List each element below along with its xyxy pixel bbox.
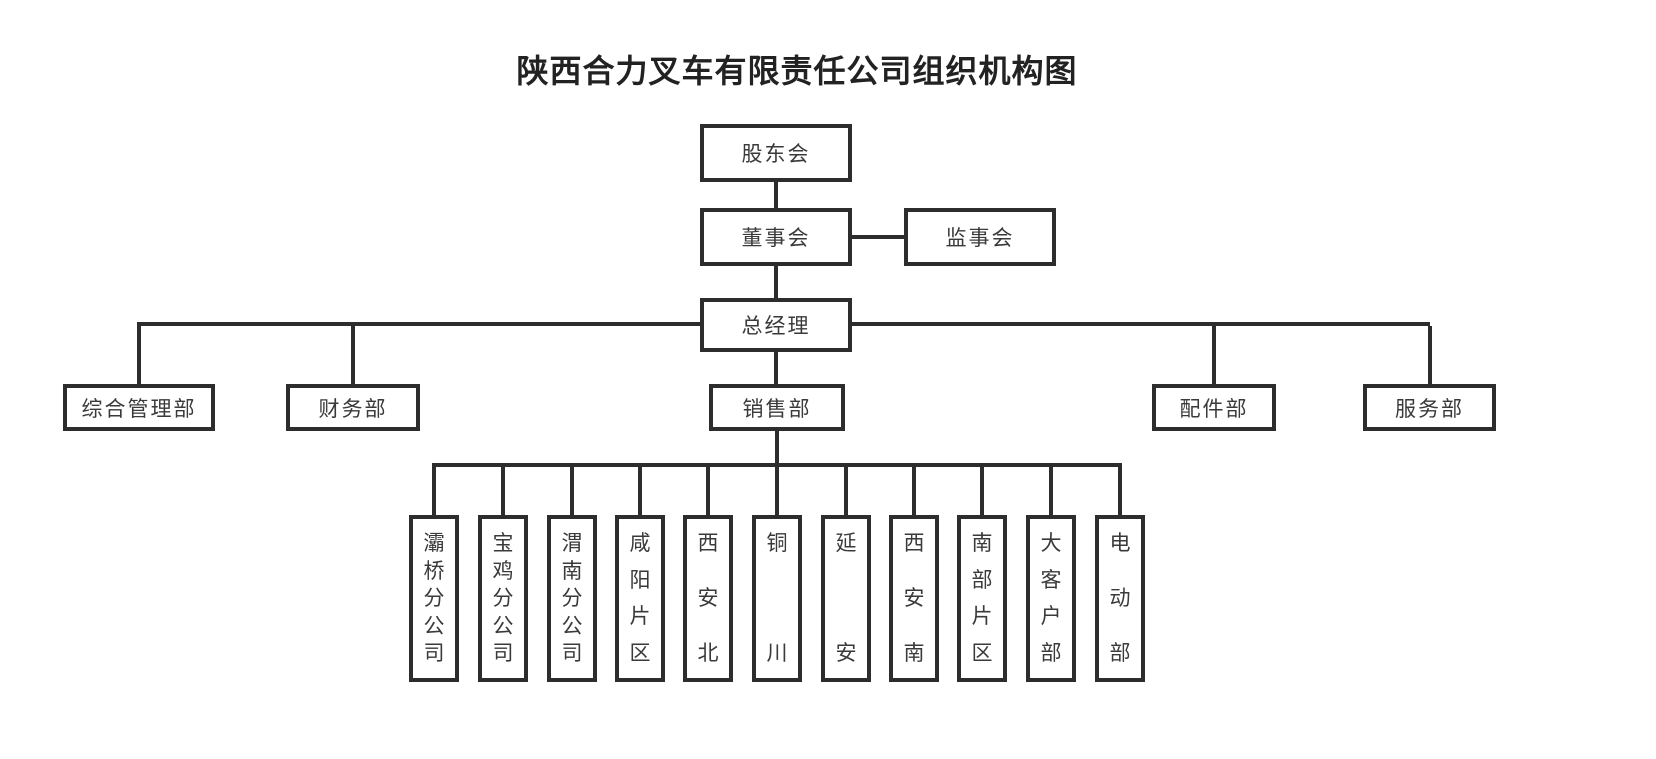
vertical-label-char: 分	[423, 586, 445, 610]
node-branch-baqiao: 灞桥分公司	[409, 515, 459, 682]
vertical-label-char: 安	[697, 586, 719, 610]
node-board-of-directors: 董事会	[700, 208, 852, 266]
connector-stub-6	[775, 467, 779, 515]
connector-board-gm	[774, 266, 778, 298]
vertical-label-char: 南	[971, 531, 993, 555]
vertical-label-char: 户	[1040, 604, 1062, 629]
vertical-label-char: 区	[971, 640, 993, 665]
vertical-label-char: 铜	[766, 531, 788, 555]
connector-gm-sales	[774, 352, 778, 384]
vertical-label-char: 部	[1040, 640, 1062, 665]
connector-stub-3	[570, 467, 574, 515]
vertical-label-char: 司	[492, 641, 514, 665]
connector-stub-11	[1118, 467, 1122, 515]
connector-stub-4	[638, 467, 642, 515]
vertical-label-char: 片	[971, 604, 993, 629]
node-region-xian-north: 西安北	[683, 515, 733, 682]
connector-rail-admin	[137, 326, 141, 384]
vertical-label-char: 宝	[492, 531, 514, 555]
connector-stub-2	[501, 467, 505, 515]
vertical-label-char: 鸡	[492, 558, 514, 583]
vertical-label-char: 片	[629, 604, 651, 629]
node-region-xian-south: 西安南	[889, 515, 939, 682]
connector-board-supervisory	[852, 235, 904, 239]
node-supervisory-board: 监事会	[904, 208, 1056, 266]
vertical-label-char: 西	[697, 531, 719, 555]
node-dept-finance: 财务部	[286, 384, 420, 431]
chart-title: 陕西合力叉车有限责任公司组织机构图	[516, 53, 1078, 89]
vertical-label-char: 川	[766, 641, 788, 665]
node-general-manager: 总经理	[700, 298, 852, 352]
vertical-label-char: 西	[903, 531, 925, 555]
node-dept-general-admin: 综合管理部	[63, 384, 215, 431]
node-region-xianyang: 咸阳片区	[615, 515, 665, 682]
vertical-label-char: 安	[835, 641, 857, 665]
vertical-label-char: 动	[1109, 586, 1131, 610]
vertical-label-char: 延	[835, 531, 857, 555]
vertical-label-char: 公	[492, 613, 514, 638]
connector-sales-rail	[432, 463, 1122, 467]
node-dept-key-accounts: 大客户部	[1026, 515, 1076, 682]
connector-sales-rail2	[775, 431, 779, 465]
node-region-yanan: 延安	[821, 515, 871, 682]
node-shareholders-meeting: 股东会	[700, 124, 852, 182]
connector-rail-parts	[1212, 326, 1216, 384]
vertical-label-char: 桥	[423, 558, 445, 583]
node-region-southern: 南部片区	[957, 515, 1007, 682]
node-dept-parts: 配件部	[1152, 384, 1276, 431]
vertical-label-char: 分	[492, 586, 514, 610]
vertical-label-char: 电	[1109, 531, 1131, 555]
connector-shareholders-board	[774, 182, 778, 208]
vertical-label-char: 大	[1040, 531, 1062, 555]
vertical-label-char: 阳	[629, 567, 651, 592]
node-dept-electric: 电动部	[1095, 515, 1145, 682]
vertical-label-char: 司	[561, 641, 583, 665]
vertical-label-char: 公	[423, 613, 445, 638]
vertical-label-char: 部	[1109, 641, 1131, 665]
vertical-label-char: 渭	[561, 531, 583, 555]
vertical-label-char: 部	[971, 567, 993, 592]
connector-stub-5	[706, 467, 710, 515]
node-branch-weinan: 渭南分公司	[547, 515, 597, 682]
connector-rail-finance	[351, 326, 355, 384]
vertical-label-char: 南	[903, 641, 925, 665]
node-branch-baoji: 宝鸡分公司	[478, 515, 528, 682]
vertical-label-char: 北	[697, 641, 719, 665]
connector-stub-8	[912, 467, 916, 515]
node-region-tongchuan: 铜川	[752, 515, 802, 682]
vertical-label-char: 灞	[423, 531, 445, 555]
connector-stub-10	[1049, 467, 1053, 515]
vertical-label-char: 客	[1040, 567, 1062, 592]
vertical-label-char: 公	[561, 613, 583, 638]
vertical-label-char: 分	[561, 586, 583, 610]
vertical-label-char: 司	[423, 641, 445, 665]
vertical-label-char: 区	[629, 640, 651, 665]
node-dept-sales: 销售部	[709, 384, 845, 431]
vertical-label-char: 咸	[629, 531, 651, 555]
connector-stub-9	[980, 467, 984, 515]
connector-stub-1	[432, 467, 436, 515]
connector-rail-service	[1428, 326, 1432, 384]
node-dept-service: 服务部	[1363, 384, 1496, 431]
vertical-label-char: 南	[561, 558, 583, 583]
connector-stub-7	[844, 467, 848, 515]
vertical-label-char: 安	[903, 586, 925, 610]
